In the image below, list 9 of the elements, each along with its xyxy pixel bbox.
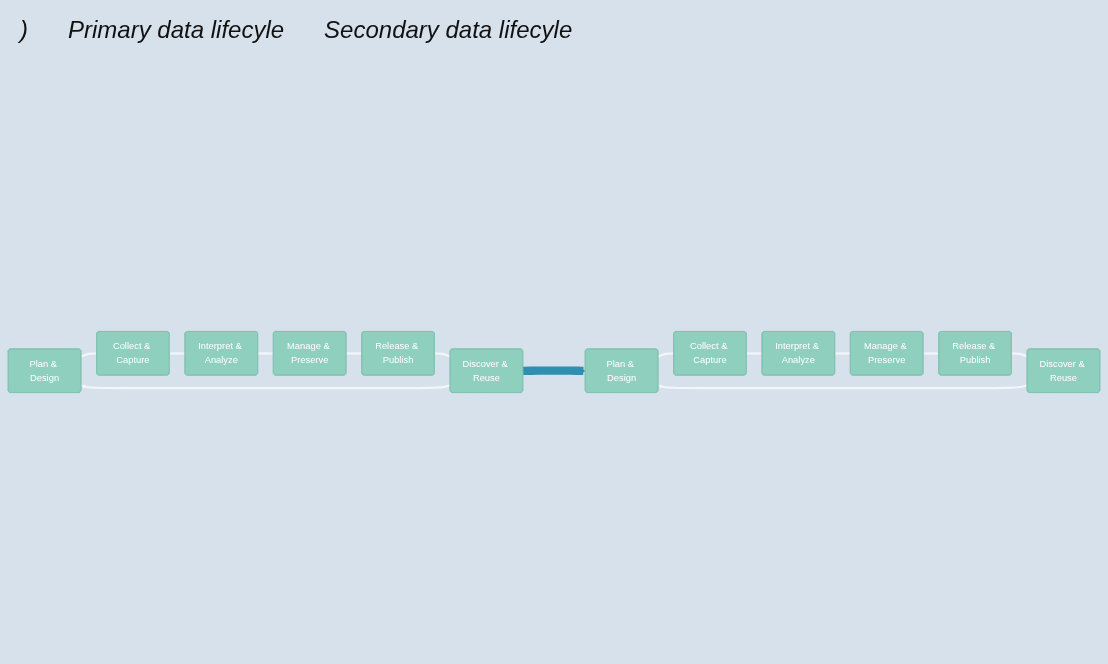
connector — [657, 352, 674, 358]
connector — [434, 352, 451, 358]
lifecycle-caption: Primary data lifecyle — [68, 16, 285, 44]
lifecycle-caption: ) — [20, 16, 28, 44]
arrow — [81, 384, 451, 390]
lifecycle-caption: Secondary data lifecyle — [324, 16, 573, 44]
connector — [1011, 352, 1028, 358]
arrow — [658, 384, 1028, 390]
connector — [80, 352, 97, 358]
